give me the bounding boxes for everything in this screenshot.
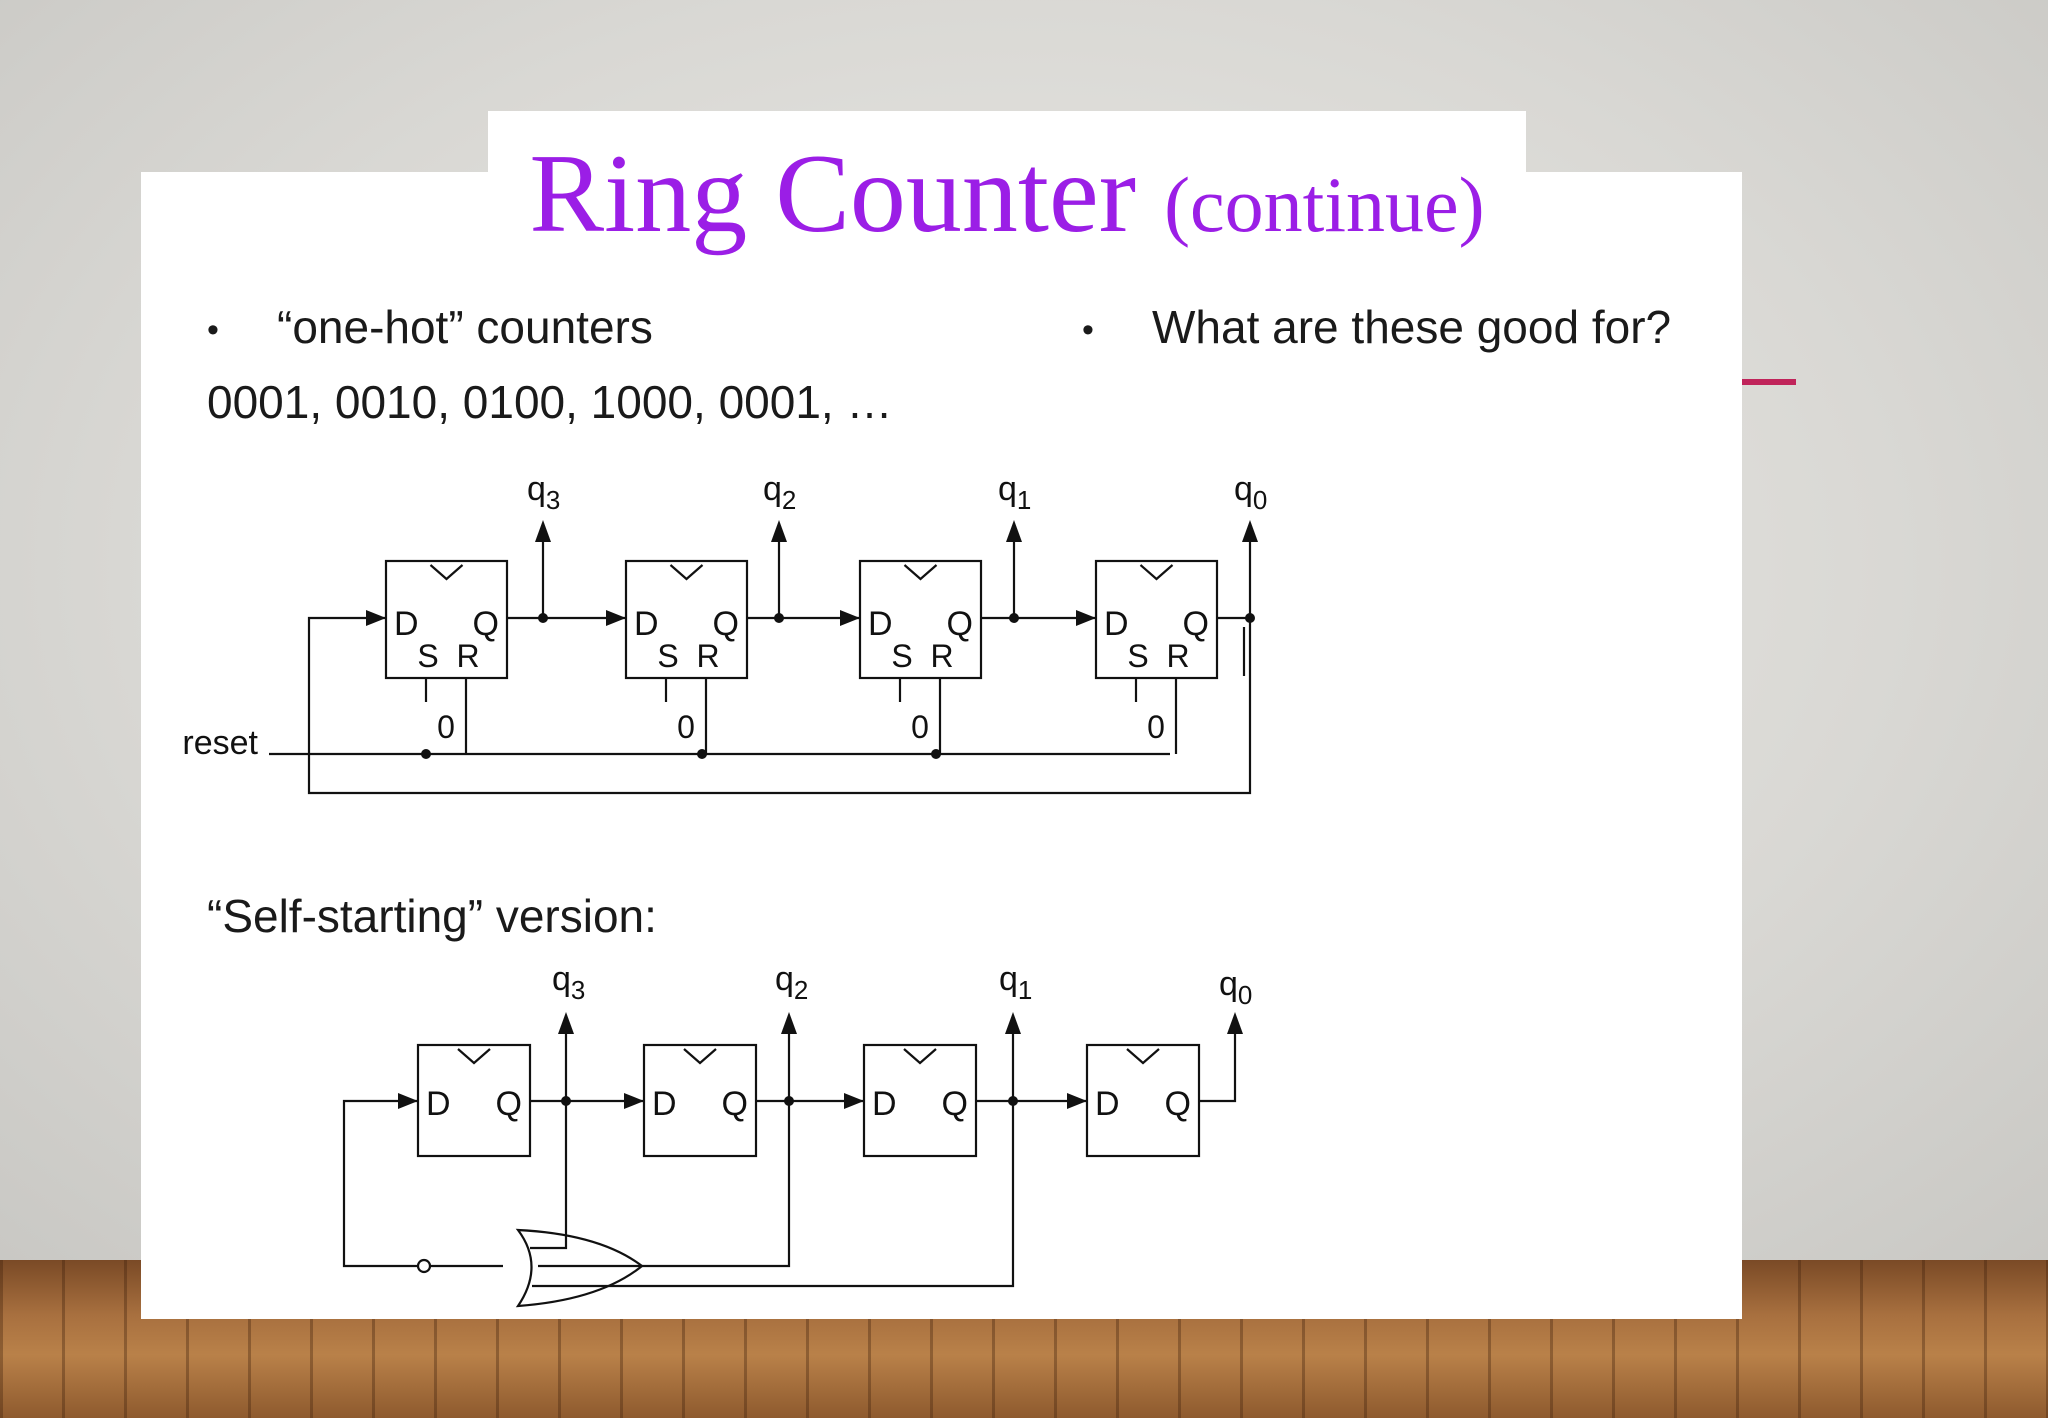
slide-title: Ring Counter (continue) bbox=[488, 129, 1526, 270]
flip-flop-box bbox=[858, 559, 983, 680]
arrowhead bbox=[840, 610, 860, 626]
feedback-wire bbox=[307, 616, 1252, 795]
arrowhead bbox=[1006, 520, 1022, 542]
ff-r-label: R bbox=[456, 638, 479, 674]
bullet-text: What are these good for? bbox=[1152, 301, 1672, 353]
bullet-marker: • bbox=[207, 311, 219, 350]
flip-flop-box bbox=[624, 559, 749, 680]
ff-r-label: R bbox=[696, 638, 719, 674]
self-starting-label: “Self-starting” version: bbox=[207, 890, 657, 942]
ff-q-label: Q bbox=[473, 605, 499, 643]
bullet-one-hot: • “one-hot” counters bbox=[207, 300, 653, 354]
nor-input-wire bbox=[538, 1101, 791, 1268]
ff-d-label: D bbox=[872, 1085, 897, 1123]
ff-q-label: Q bbox=[942, 1085, 968, 1123]
arrowhead bbox=[366, 610, 386, 626]
arrowhead bbox=[1005, 1012, 1021, 1034]
ff-q-label: Q bbox=[1183, 605, 1209, 643]
arrowhead bbox=[1242, 520, 1258, 542]
ff-q-label: Q bbox=[722, 1085, 748, 1123]
ff-d-label: D bbox=[652, 1085, 677, 1123]
junction-dot bbox=[697, 749, 707, 759]
ff-s-label: S bbox=[417, 638, 438, 674]
arrowhead bbox=[535, 520, 551, 542]
arrowhead bbox=[771, 520, 787, 542]
arrowhead bbox=[1076, 610, 1096, 626]
clock-symbol bbox=[1126, 1048, 1160, 1065]
flip-flop-box bbox=[384, 559, 509, 680]
q-label-2: q2 bbox=[775, 960, 808, 1005]
clock-symbol bbox=[683, 1048, 717, 1065]
reset-label: reset bbox=[182, 724, 258, 762]
ff-s-label: S bbox=[1127, 638, 1148, 674]
clock-symbol bbox=[903, 1048, 937, 1065]
zero-label: 0 bbox=[911, 709, 929, 745]
q-output-wire bbox=[1199, 1031, 1237, 1103]
zero-label: 0 bbox=[437, 709, 455, 745]
ff-q-label: Q bbox=[947, 605, 973, 643]
flip-flop-box bbox=[1094, 559, 1219, 680]
slide-content-area bbox=[141, 172, 1742, 1319]
ff-q-label: Q bbox=[496, 1085, 522, 1123]
zero-label: 0 bbox=[1147, 709, 1165, 745]
zero-label: 0 bbox=[677, 709, 695, 745]
nor-input-wire bbox=[532, 1101, 1015, 1288]
clock-symbol bbox=[669, 564, 704, 581]
title-main: Ring Counter bbox=[529, 132, 1137, 256]
q-label-0: q0 bbox=[1234, 470, 1267, 515]
q-label-3: q3 bbox=[527, 470, 560, 515]
q-label-1: q1 bbox=[999, 960, 1032, 1005]
ff-r-label: R bbox=[1166, 638, 1189, 674]
junction-dot bbox=[931, 749, 941, 759]
q-label-0: q0 bbox=[1219, 965, 1252, 1010]
arrowhead bbox=[1227, 1012, 1243, 1034]
bullet-good-for: • What are these good for? bbox=[1082, 300, 1671, 354]
inversion-bubble bbox=[416, 1258, 432, 1274]
ff-d-label: D bbox=[868, 605, 893, 643]
q-label-2: q2 bbox=[763, 470, 796, 515]
ff-q-label: Q bbox=[713, 605, 739, 643]
clock-symbol bbox=[903, 564, 938, 581]
arrowhead bbox=[781, 1012, 797, 1034]
accent-line bbox=[1740, 379, 1796, 385]
junction-dot bbox=[421, 749, 431, 759]
ff-s-label: S bbox=[891, 638, 912, 674]
nor-input-wire bbox=[530, 1101, 568, 1250]
bullet-marker: • bbox=[1082, 311, 1094, 350]
arrowhead bbox=[558, 1012, 574, 1034]
nor-output-wire bbox=[342, 1099, 503, 1268]
clock-symbol bbox=[1139, 564, 1174, 581]
nor-gate bbox=[515, 1228, 644, 1308]
clock-symbol bbox=[429, 564, 464, 581]
q-label-1: q1 bbox=[998, 470, 1031, 515]
ff-s-label: S bbox=[657, 638, 678, 674]
ff-d-label: D bbox=[1104, 605, 1129, 643]
arrowhead bbox=[398, 1093, 418, 1109]
title-sub: (continue) bbox=[1164, 161, 1485, 248]
ff-d-label: D bbox=[634, 605, 659, 643]
ff-d-label: D bbox=[394, 605, 419, 643]
bullet-text: “one-hot” counters bbox=[277, 301, 653, 353]
clock-symbol bbox=[457, 1048, 491, 1065]
q-label-3: q3 bbox=[552, 960, 585, 1005]
title-box: Ring Counter (continue) bbox=[488, 111, 1526, 261]
arrowhead bbox=[844, 1093, 864, 1109]
ff-r-label: R bbox=[930, 638, 953, 674]
arrowhead bbox=[606, 610, 626, 626]
ff-q-label: Q bbox=[1165, 1085, 1191, 1123]
ff-d-label: D bbox=[1095, 1085, 1120, 1123]
arrowhead bbox=[624, 1093, 644, 1109]
sequence-text: 0001, 0010, 0100, 1000, 0001, … bbox=[207, 376, 893, 428]
ff-d-label: D bbox=[426, 1085, 451, 1123]
arrowhead bbox=[1067, 1093, 1087, 1109]
